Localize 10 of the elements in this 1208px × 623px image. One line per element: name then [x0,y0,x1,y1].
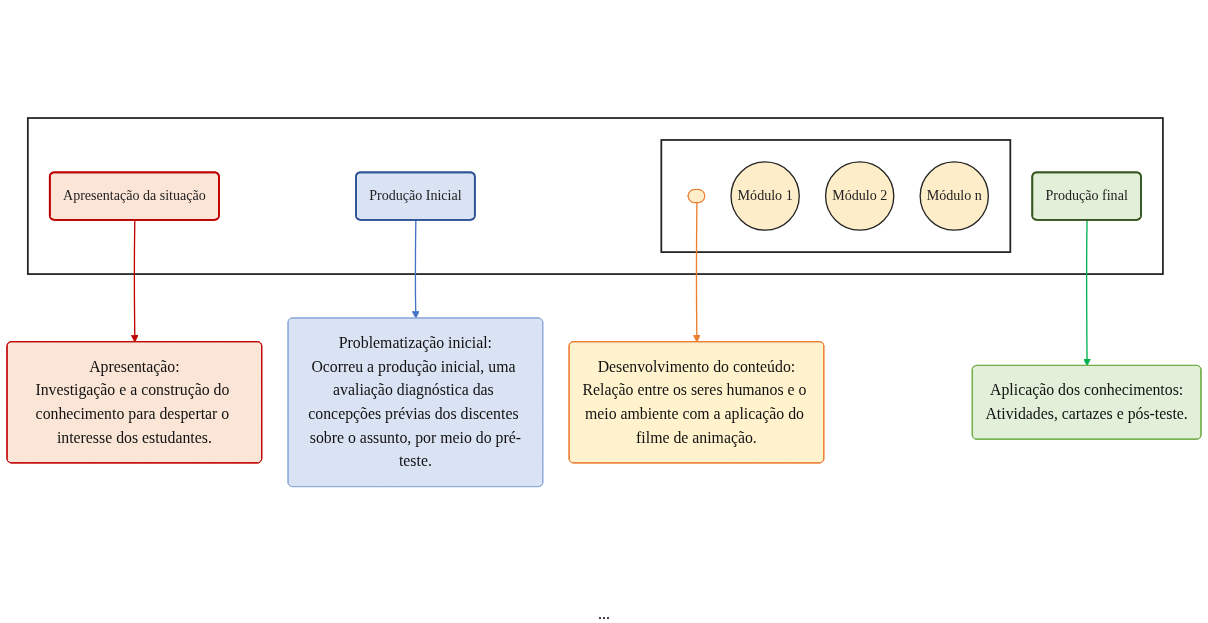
cluster [660,139,1012,254]
node-circle: Módulo n [919,161,990,231]
arrow [1083,219,1091,367]
arrow [411,219,420,319]
arrow [130,219,139,343]
node-circle: Módulo 2 [824,161,895,231]
arrow [692,202,701,343]
cluster [26,117,1164,276]
ellipsis-text: ... [598,605,610,622]
node-circle: Módulo 1 [730,161,800,231]
